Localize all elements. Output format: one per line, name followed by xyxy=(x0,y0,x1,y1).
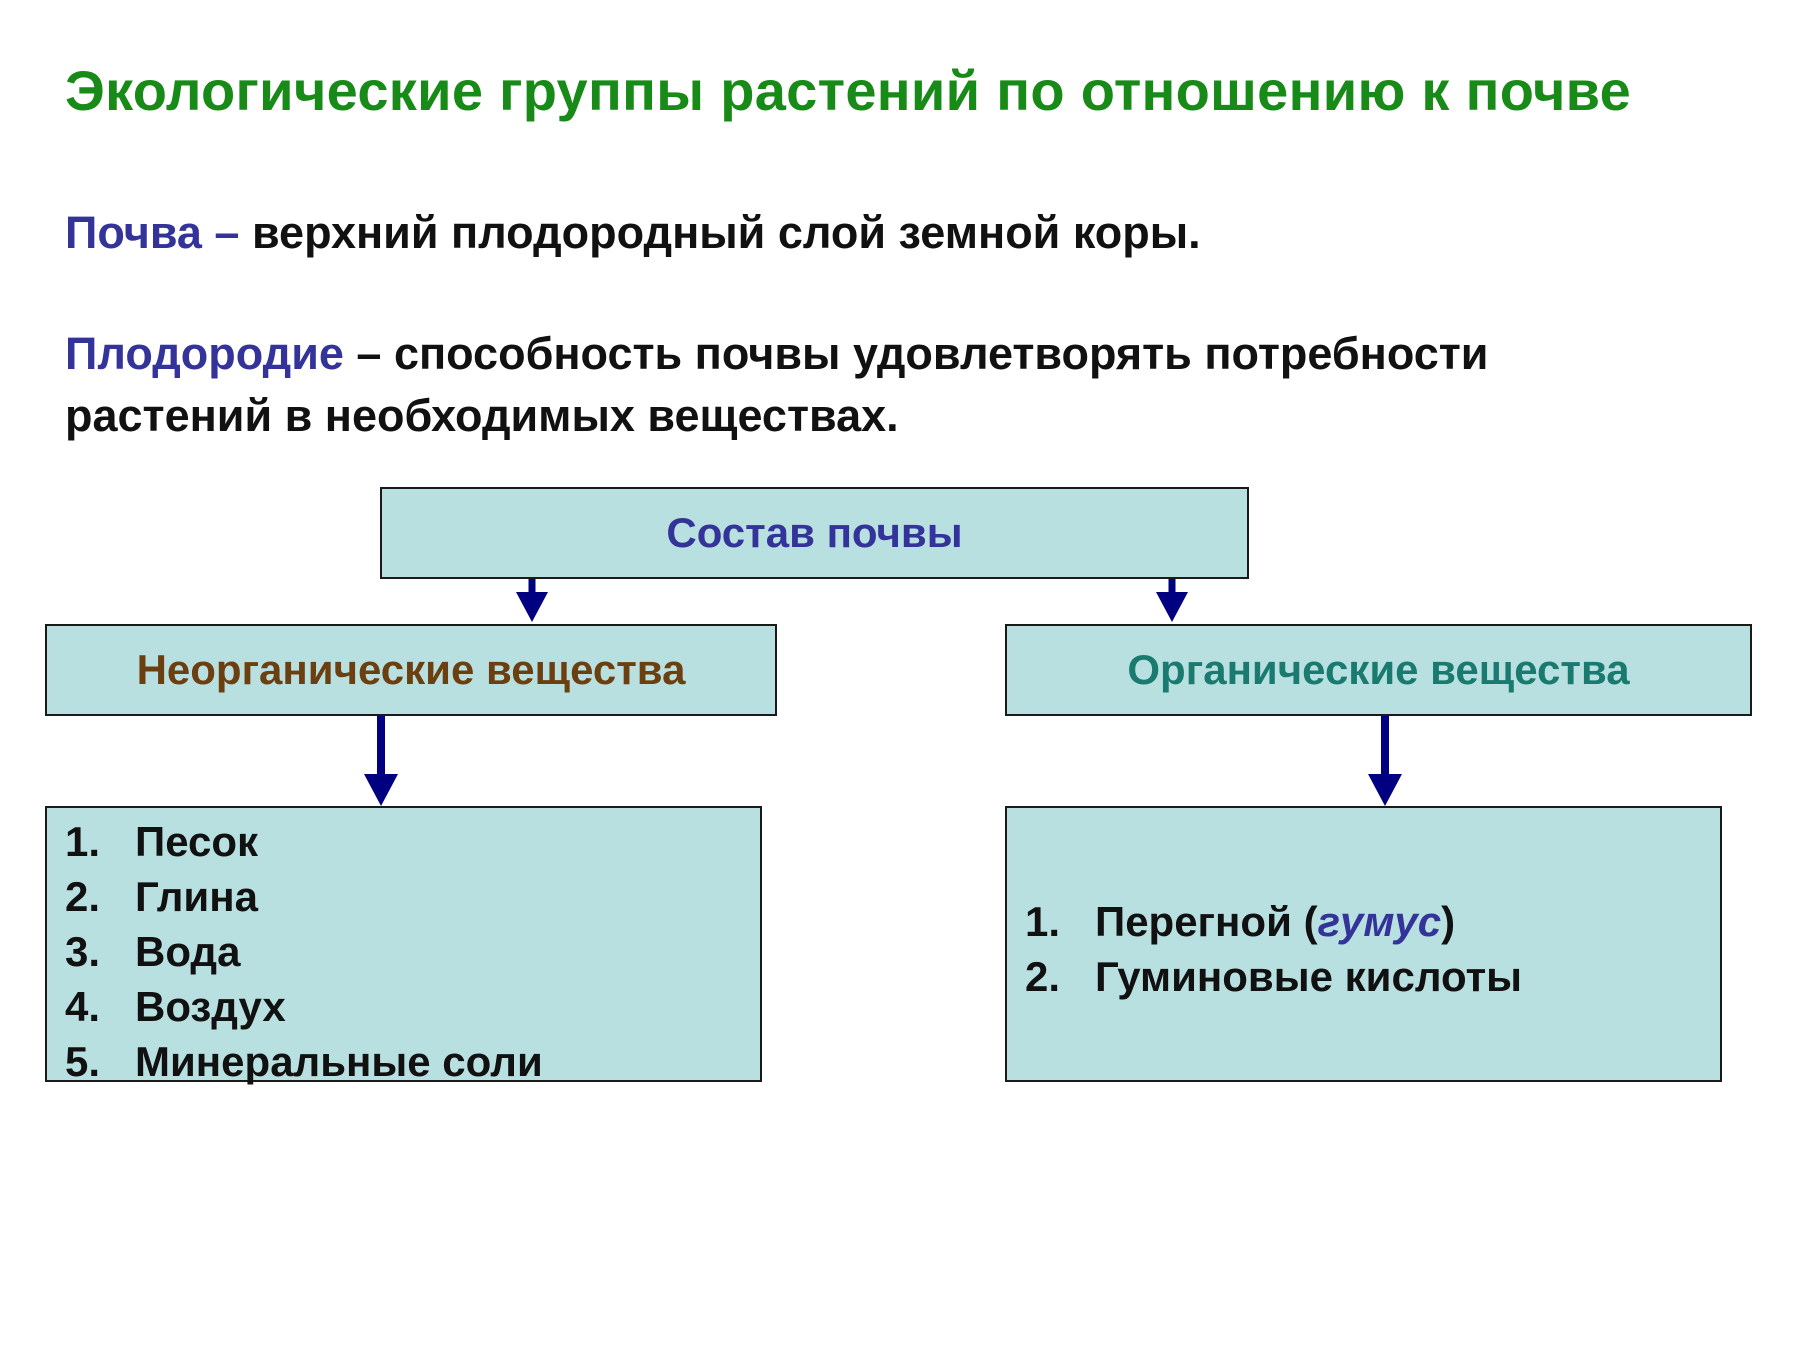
arrow-organic-to-list xyxy=(1368,716,1402,806)
definition-soil: Почва – верхний плодородный слой земной … xyxy=(65,202,1201,264)
arrow-root-to-organic xyxy=(1156,578,1188,622)
list-item: 2.Глина xyxy=(65,873,258,920)
list-item: 3.Вода xyxy=(65,928,241,975)
definition-text: верхний плодородный слой земной коры. xyxy=(239,207,1201,258)
arrow-inorganic-to-list xyxy=(364,716,398,806)
inorganic-list-box: 1.Песок 2.Глина 3.Вода 4.Воздух 5.Минера… xyxy=(45,806,762,1085)
root-box: Состав почвы xyxy=(380,487,1249,579)
page-title: Экологические группы растений по отношен… xyxy=(65,59,1632,122)
definition-term: Почва – xyxy=(65,207,240,258)
definition-fertility: Плодородие – способность почвы удовлетво… xyxy=(65,323,1488,447)
list-item: 4.Воздух xyxy=(65,983,286,1030)
humus-term: гумус xyxy=(1317,898,1442,945)
inorganic-label: Неорганические вещества xyxy=(136,646,686,693)
list-item: 5.Минеральные соли xyxy=(65,1038,543,1085)
root-label: Состав почвы xyxy=(666,509,963,556)
definition-text-continued: растений в необходимых веществах. xyxy=(65,390,899,441)
arrow-root-to-inorganic xyxy=(516,578,548,622)
organic-list: 1.Перегной (гумус) 2.Гуминовые кислоты xyxy=(1025,894,1522,1004)
definition-term: Плодородие xyxy=(65,328,344,379)
inorganic-box: Неорганические вещества xyxy=(45,624,777,716)
organic-list-box: 1.Перегной (гумус) 2.Гуминовые кислоты xyxy=(1005,806,1722,1082)
organic-box: Органические вещества xyxy=(1005,624,1752,716)
definition-text: – способность почвы удовлетворять потреб… xyxy=(343,328,1489,379)
list-item: 2.Гуминовые кислоты xyxy=(1025,953,1523,1000)
inorganic-list: 1.Песок 2.Глина 3.Вода 4.Воздух 5.Минера… xyxy=(65,814,543,1089)
list-item: 1.Песок xyxy=(65,818,259,865)
organic-label: Органические вещества xyxy=(1127,646,1630,693)
list-item: 1.Перегной (гумус) xyxy=(1025,898,1456,945)
